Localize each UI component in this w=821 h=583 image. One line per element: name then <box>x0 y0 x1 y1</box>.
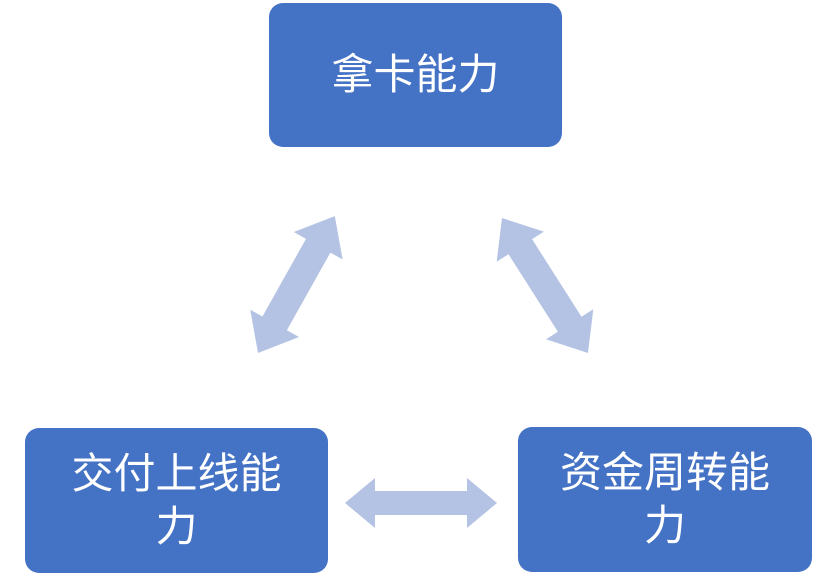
node-label: 资金周转能力 <box>559 449 770 549</box>
node-card-acquisition-ability: 拿卡能力 <box>269 3 562 147</box>
node-capital-turnover-ability: 资金周转能力 <box>518 427 812 572</box>
double-arrow-top-bottomright-icon <box>496 218 594 353</box>
node-label: 拿卡能力 <box>331 50 500 98</box>
node-delivery-launch-ability: 交付上线能力 <box>25 428 328 573</box>
double-arrow-bottomleft-bottomright-icon <box>345 478 497 528</box>
double-arrow-top-bottomleft-icon <box>250 216 343 353</box>
node-label: 交付上线能力 <box>71 450 282 550</box>
